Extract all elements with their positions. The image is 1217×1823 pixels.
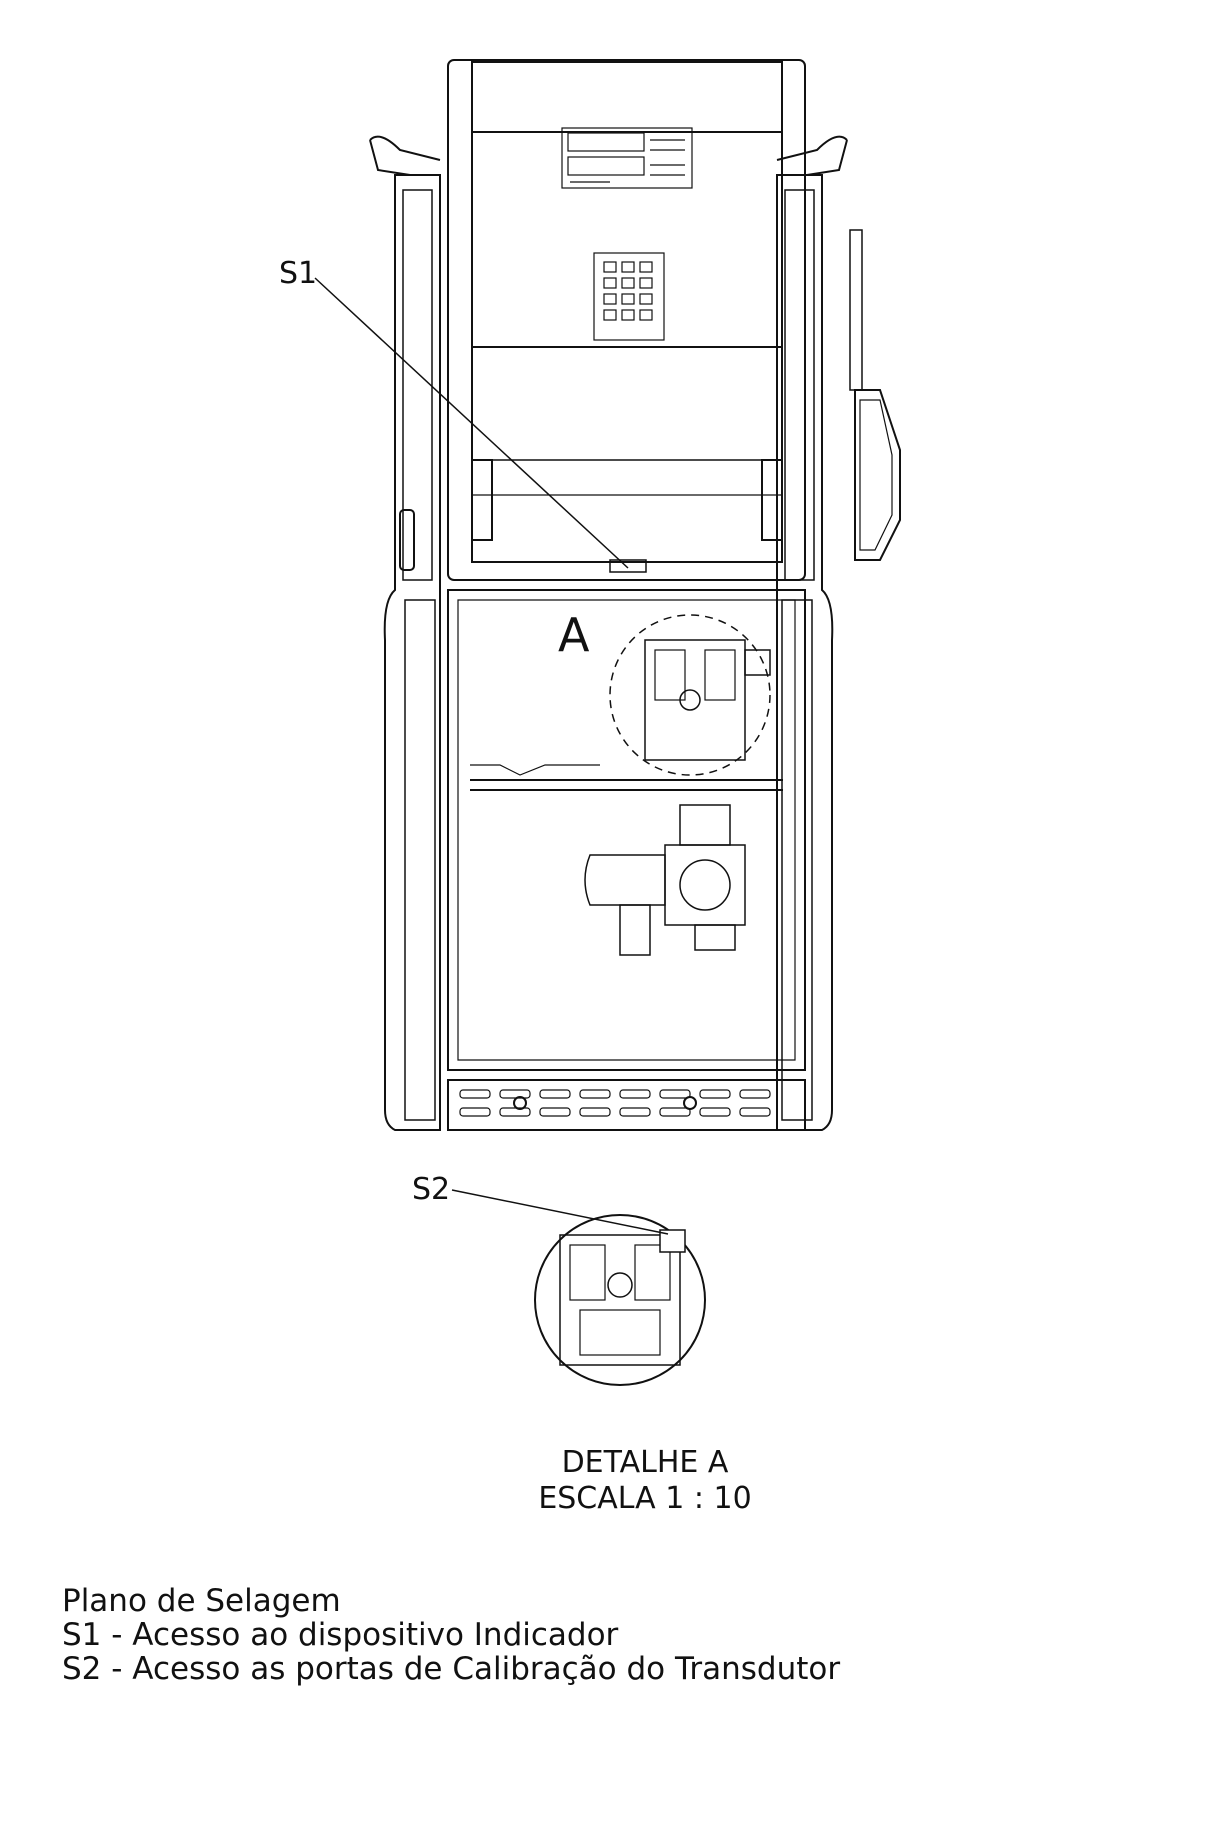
- detail-caption: DETALHE A ESCALA 1 : 10: [480, 1445, 810, 1517]
- s2-leader-line: [451, 1189, 669, 1235]
- seal-s1-marker: [609, 559, 647, 573]
- seal-label-s1: S1: [279, 256, 318, 291]
- detail-a-marker-label: A: [558, 608, 590, 662]
- detail-a-region: [609, 614, 771, 776]
- sealing-legend: Plano de Selagem S1 - Acesso ao disposit…: [62, 1584, 840, 1686]
- s1-leader-line: [314, 277, 629, 569]
- dispenser-head: [447, 59, 806, 581]
- legend-item-s2: S2 - Acesso as portas de Calibração do T…: [62, 1651, 841, 1687]
- base-grate: [447, 1079, 806, 1131]
- meter-assembly: [584, 804, 746, 956]
- seal-label-s2: S2: [412, 1172, 451, 1207]
- legend-title: Plano de Selagem: [62, 1583, 341, 1619]
- legend-item-s1: S1 - Acesso ao dispositivo Indicador: [62, 1617, 619, 1653]
- display-panel: [561, 127, 693, 189]
- detail-scale: ESCALA 1 : 10: [538, 1481, 752, 1516]
- detail-a-view: [534, 1214, 706, 1386]
- hydraulic-cabinet: [447, 589, 806, 1071]
- keypad: [593, 252, 665, 341]
- detail-title: DETALHE A: [561, 1445, 729, 1480]
- left-side-column: [369, 135, 441, 1131]
